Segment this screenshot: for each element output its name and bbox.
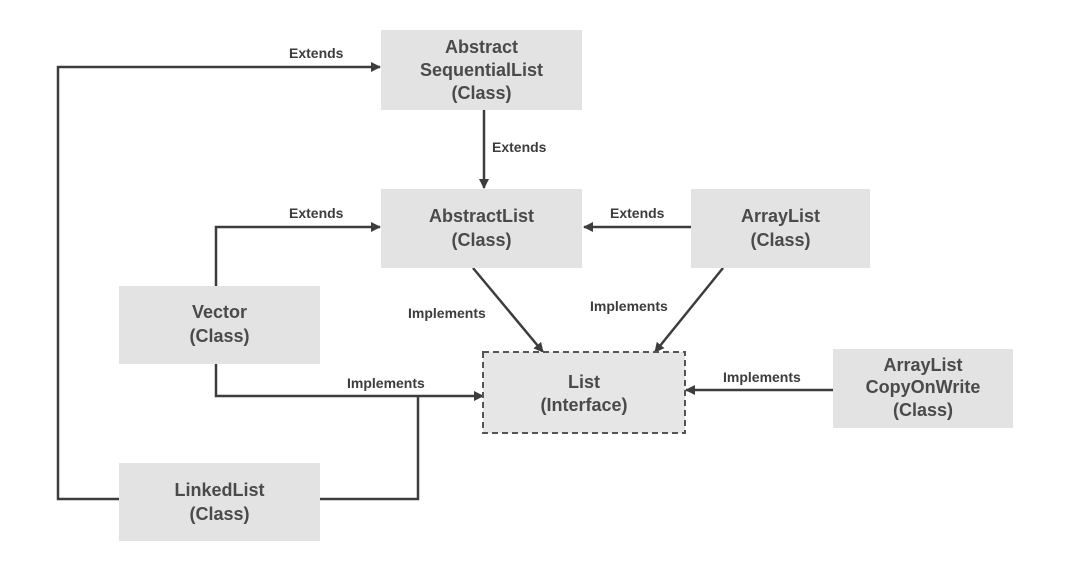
node-title: ArrayList (883, 355, 962, 375)
node-kind: (Class) (451, 230, 511, 250)
node-title: Abstract (445, 37, 518, 57)
edge-linkedlist-to-abstractsequentiallist (56, 62, 381, 501)
node-kind: (Class) (893, 400, 953, 420)
node-kind: (Class) (451, 83, 511, 103)
node-arraylist-copyonwrite: ArrayList CopyOnWrite (Class) (833, 349, 1013, 428)
node-kind: (Interface) (540, 395, 627, 415)
node-linked-list: LinkedList (Class) (119, 463, 320, 541)
node-kind: (Class) (189, 326, 249, 346)
edge-label-abstractlist-implements: Implements (408, 305, 486, 321)
node-title: AbstractList (429, 206, 534, 226)
edges (56, 62, 833, 501)
node-title: ArrayList (741, 206, 820, 226)
node-title-line2: SequentialList (420, 60, 543, 80)
node-vector: Vector (Class) (119, 286, 320, 364)
edge-labels: Extends Extends Extends Extends Implemen… (289, 45, 801, 391)
edge-vector-to-abstractlist (214, 222, 381, 286)
node-title: List (568, 372, 600, 392)
edge-arraylist-to-list (654, 267, 724, 353)
node-title: Vector (192, 302, 247, 322)
node-title-line2: CopyOnWrite (866, 377, 981, 397)
edge-label-vector-linkedlist-implements: Implements (347, 375, 425, 391)
node-array-list: ArrayList (Class) (691, 189, 870, 268)
edge-abstractlist-to-list (472, 267, 544, 353)
node-abstract-sequential-list: Abstract SequentialList (Class) (381, 30, 582, 110)
edge-linkedlist-to-list-branch (320, 396, 420, 501)
node-title: LinkedList (174, 480, 264, 500)
edge-label-copyonwrite-implements: Implements (723, 369, 801, 385)
edge-label-arraylist-extends: Extends (610, 205, 665, 221)
edge-label-arraylist-implements: Implements (590, 298, 668, 314)
node-list-interface: List (Interface) (482, 351, 686, 434)
edge-label-linkedlist-extends: Extends (289, 45, 344, 61)
edge-label-vector-extends: Extends (289, 205, 344, 221)
node-kind: (Class) (189, 504, 249, 524)
edge-label-abstractsequential-extends: Extends (492, 139, 547, 155)
node-kind: (Class) (750, 230, 810, 250)
edge-vector-to-list (214, 364, 484, 401)
node-abstract-list: AbstractList (Class) (381, 189, 582, 268)
